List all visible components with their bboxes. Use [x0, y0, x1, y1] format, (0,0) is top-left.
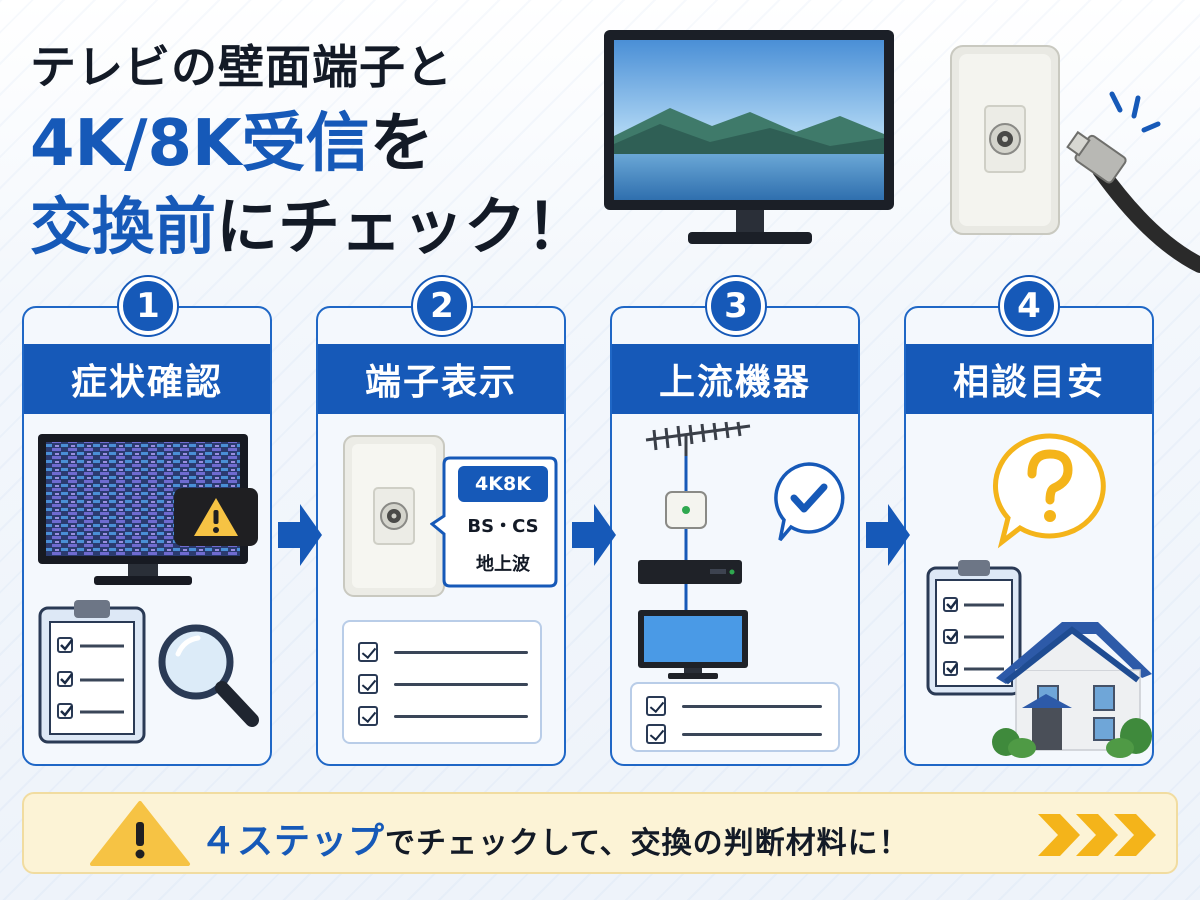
step-card-upstream-devices: 上流機器: [610, 306, 860, 766]
wall-outlet-icon: [950, 45, 1060, 235]
chevron-right-icon: [278, 504, 322, 566]
house-icon: [992, 622, 1152, 758]
checklist-item: [358, 674, 554, 694]
title-line-2-rest: を: [369, 107, 434, 181]
checkbox-checked-icon: [358, 642, 378, 662]
chevron-right-icon: [866, 504, 910, 566]
tag-4k8k: 4K8K: [458, 466, 548, 502]
signal-chain-icon: [638, 421, 751, 679]
step-card-consultation-guide: 相談目安: [904, 306, 1154, 766]
checklist-item: [358, 642, 554, 662]
wall-outlet-icon: [343, 435, 445, 597]
summary-text: ４ステップでチェックして、交換の判断材料に！: [200, 812, 910, 864]
coax-cable-icon: [1066, 91, 1200, 273]
checkbox-checked-icon: [358, 674, 378, 694]
checkbox-checked-icon: [358, 706, 378, 726]
checkbox-checked-icon: [646, 696, 666, 716]
step-1-label: 症状確認: [24, 344, 270, 414]
title-line-1: テレビの壁面端子と: [30, 40, 453, 94]
warning-icon: [90, 801, 190, 866]
tv-icon: [604, 30, 894, 244]
title-highlight-before-exchange: 交換前: [30, 190, 217, 263]
checkbox-checked-icon: [646, 724, 666, 744]
splitter-icon: [665, 491, 707, 529]
summary-highlight: ４ステップ: [200, 821, 386, 862]
chevron-right-icon: [572, 504, 616, 566]
step-3-label: 上流機器: [612, 344, 858, 414]
clipboard-icon: [926, 560, 1022, 696]
tag-terrestrial: 地上波: [476, 554, 530, 575]
tuner-box-icon: [638, 560, 742, 584]
step-2-label: 端子表示: [318, 344, 564, 414]
warning-icon: [174, 488, 258, 546]
step-card-symptom-check: 症状確認: [22, 306, 272, 766]
checklist: [630, 682, 840, 752]
title-line-3-rest: にチェック！: [216, 190, 589, 263]
title-highlight-4k8k: 4K/8K受信: [30, 107, 370, 181]
title-line-3: 交換前にチェック！: [30, 196, 588, 258]
checklist-item: [646, 724, 852, 744]
question-bubble-icon: [993, 433, 1106, 549]
step-4-label: 相談目安: [906, 344, 1152, 414]
antenna-icon: [645, 421, 751, 456]
check-bubble-icon: [774, 462, 845, 542]
monitor-icon: [638, 610, 748, 679]
step-4-badge: 4: [1000, 277, 1058, 335]
summary-banner: ４ステップでチェックして、交換の判断材料に！: [22, 792, 1178, 874]
summary-rest: でチェックして、交換の判断材料に！: [385, 826, 910, 861]
step-3-badge: 3: [707, 277, 765, 335]
checklist-item: [358, 706, 554, 726]
chevron-right-icon: [1038, 814, 1156, 856]
checklist: [342, 620, 542, 744]
title-line-2: 4K/8K受信を: [30, 112, 434, 176]
tag-bs-cs: BS・CS: [467, 516, 539, 537]
checklist-item: [646, 696, 852, 716]
step-1-badge: 1: [119, 277, 177, 335]
step-2-badge: 2: [413, 277, 471, 335]
step-card-terminal-label: 端子表示 4K8K BS・CS 地上波: [316, 306, 566, 766]
clipboard-icon: [38, 600, 146, 744]
magnifier-icon: [158, 624, 259, 727]
